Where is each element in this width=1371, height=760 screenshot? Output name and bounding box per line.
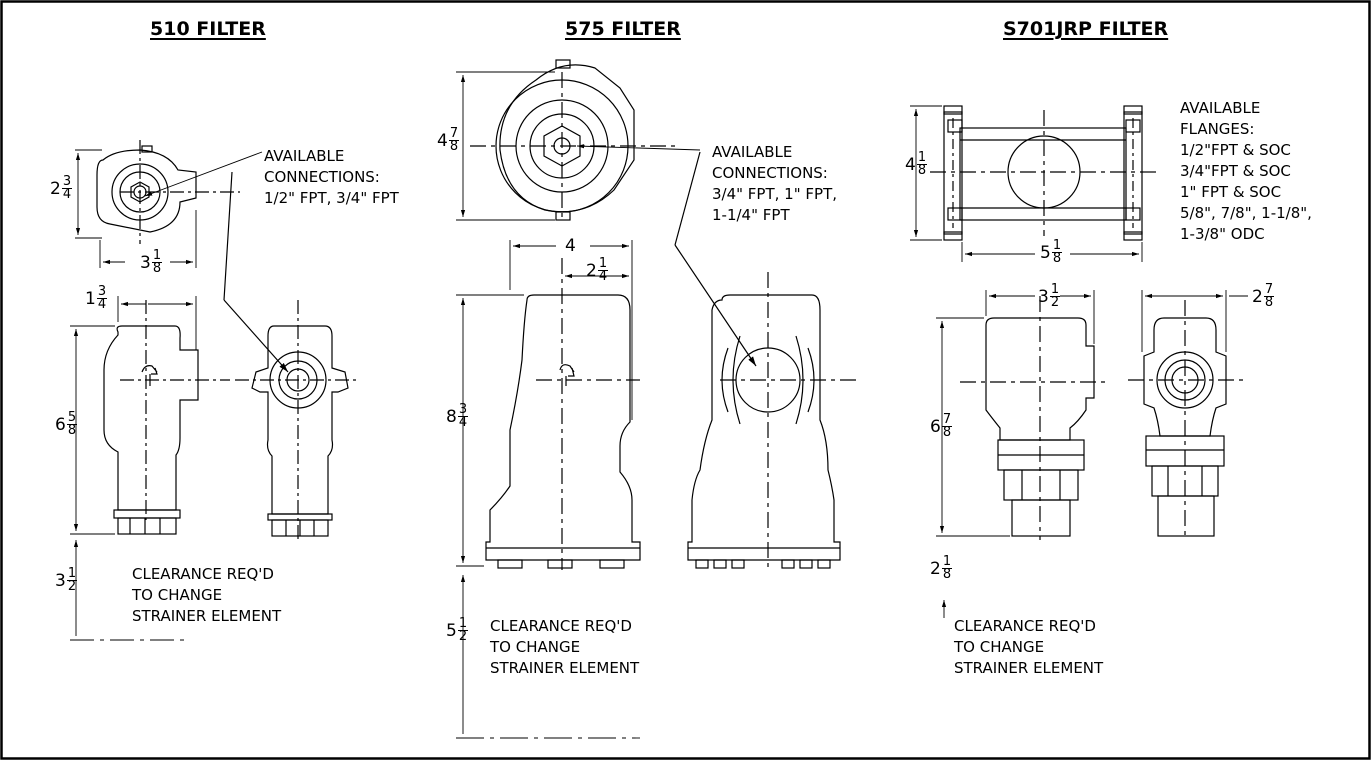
- filter-701-front-view: [960, 296, 1110, 540]
- filter-701-top-view: [930, 105, 1160, 241]
- note-701-clearance: CLEARANCE REQ'D TO CHANGE STRAINER ELEME…: [954, 617, 1104, 677]
- filter-701-dims-top: [910, 105, 1143, 262]
- filter-575-side-view: [674, 151, 860, 570]
- filter-510-front-view: [103, 300, 230, 535]
- filter-701-dims-front: [936, 290, 1095, 618]
- filter-575-dims-top: [456, 71, 701, 221]
- dim-575-width: 4: [565, 236, 576, 256]
- filter-510-top-view: [96, 140, 240, 244]
- note-701-flanges: AVAILABLE FLANGES: 1/2"FPT & SOC 3/4"FPT…: [1180, 99, 1312, 243]
- filter-701-side-view: [1128, 300, 1244, 540]
- filter-510-dimensions: [75, 149, 263, 268]
- filter-575-front-view: [485, 258, 641, 570]
- filter-510-side-view: [223, 171, 360, 540]
- filter-575-top-view: [470, 59, 680, 222]
- note-510-connections: AVAILABLE CONNECTIONS: 1/2" FPT, 3/4" FP…: [264, 147, 399, 207]
- filter-575-dims-front: [456, 240, 640, 739]
- note-575-clearance: CLEARANCE REQ'D TO CHANGE STRAINER ELEME…: [490, 617, 640, 677]
- filter-510-dims-front: [70, 296, 197, 641]
- title-s701jrp-filter: S701JRP FILTER: [1003, 18, 1169, 40]
- title-575-filter: 575 FILTER: [565, 18, 681, 40]
- title-510-filter: 510 FILTER: [150, 18, 266, 40]
- note-510-clearance: CLEARANCE REQ'D TO CHANGE STRAINER ELEME…: [132, 565, 282, 625]
- filter-701-dims-side: [1141, 290, 1248, 352]
- note-575-connections: AVAILABLE CONNECTIONS: 3/4" FPT, 1" FPT,…: [712, 143, 837, 224]
